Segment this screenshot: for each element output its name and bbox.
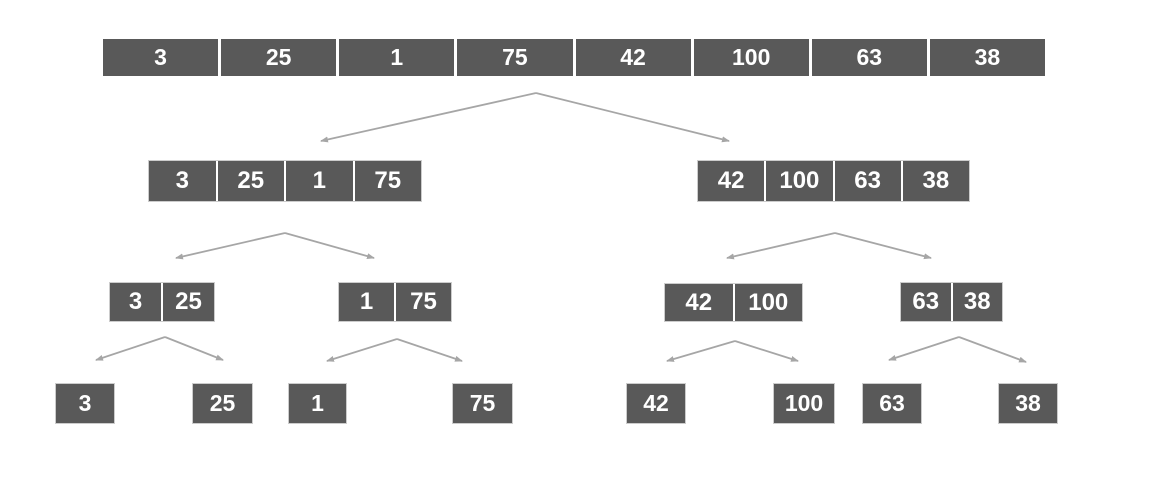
level4-single-5: 42 (626, 383, 686, 424)
array-cell: 38 (902, 161, 969, 201)
level3-pair-2: 1 75 (338, 282, 452, 322)
array-cell: 38 (999, 384, 1057, 423)
array-cell: 42 (665, 284, 733, 321)
array-cell: 3 (149, 161, 216, 201)
array-cell: 42 (627, 384, 685, 423)
level2-right-subarray: 42 100 63 38 (697, 160, 970, 202)
level4-single-6: 100 (773, 383, 835, 424)
level4-single-4: 75 (452, 383, 513, 424)
array-cell: 100 (693, 39, 809, 76)
array-cell: 1 (339, 283, 394, 321)
level4-single-1: 3 (55, 383, 115, 424)
array-cell: 100 (774, 384, 834, 423)
split-arrow-pair-2 (326, 338, 463, 362)
level3-pair-4: 63 38 (900, 282, 1003, 322)
array-cell: 75 (457, 39, 573, 76)
array-cell: 3 (103, 39, 219, 76)
array-cell: 25 (221, 39, 337, 76)
level4-single-2: 25 (192, 383, 253, 424)
level3-pair-1: 3 25 (109, 282, 215, 322)
array-cell: 1 (289, 384, 346, 423)
array-cell: 1 (286, 161, 353, 201)
array-cell: 38 (929, 39, 1045, 76)
array-cell: 63 (834, 161, 901, 201)
split-arrow-pair-3 (666, 340, 799, 362)
array-cell: 100 (766, 161, 833, 201)
array-cell: 63 (811, 39, 927, 76)
array-cell: 25 (193, 384, 252, 423)
array-cell: 38 (952, 283, 1002, 321)
split-arrow-pair-4 (888, 336, 1027, 363)
level3-pair-3: 42 100 (664, 283, 803, 322)
array-cell: 63 (901, 283, 951, 321)
split-arrow-pair-1 (95, 336, 224, 361)
array-cell: 100 (734, 284, 802, 321)
array-cell: 3 (56, 384, 114, 423)
array-cell: 25 (217, 161, 284, 201)
array-cell: 1 (339, 39, 455, 76)
split-arrow-left-half (175, 232, 375, 260)
level4-single-8: 38 (998, 383, 1058, 424)
array-cell: 75 (453, 384, 512, 423)
array-cell: 3 (110, 283, 161, 321)
array-cell: 42 (698, 161, 765, 201)
level2-left-subarray: 3 25 1 75 (148, 160, 422, 202)
split-arrow-root (320, 92, 730, 143)
split-arrow-right-half (726, 232, 932, 260)
array-cell: 75 (354, 161, 421, 201)
array-cell: 75 (396, 283, 451, 321)
level4-single-3: 1 (288, 383, 347, 424)
level4-single-7: 63 (862, 383, 922, 424)
level1-full-array: 3 25 1 75 42 100 63 38 (103, 39, 1045, 76)
array-cell: 25 (163, 283, 214, 321)
array-cell: 42 (575, 39, 691, 76)
array-cell: 63 (863, 384, 921, 423)
